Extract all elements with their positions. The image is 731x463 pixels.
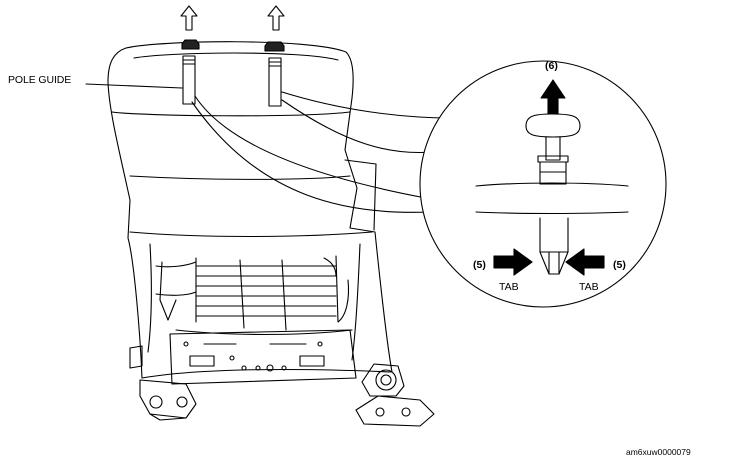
right-mount: [355, 363, 435, 427]
figure-code: am6xuw0000079: [626, 447, 691, 457]
callout-line-1: [194, 95, 427, 199]
pull-arrow-icon: [540, 79, 566, 115]
up-arrow-icon-right: [267, 5, 285, 31]
seatback-seam: [129, 175, 351, 180]
detail-pole-guide: [475, 113, 629, 275]
tab-label-left: TAB: [499, 281, 519, 293]
step-6-label: (6): [545, 60, 558, 72]
callout-line-2: [191, 101, 431, 213]
up-arrow-icon-left: [180, 5, 198, 31]
seatback-outline: [107, 41, 393, 379]
seat-frame: [147, 243, 361, 361]
tab-label-right: TAB: [579, 281, 599, 293]
lower-bracket: [169, 329, 357, 385]
callout-line-3: [281, 91, 453, 119]
seatback-lower-edge: [129, 231, 373, 238]
pole-guide-label: POLE GUIDE: [8, 74, 72, 86]
seatback-side-panel: [344, 159, 377, 231]
pole-guide-leader: [85, 83, 183, 89]
pole-guide-right: [264, 41, 285, 107]
press-arrow-icon-right: [565, 248, 605, 276]
step-5-label-left: (5): [473, 259, 486, 271]
callout-line-4: [281, 99, 449, 154]
pole-guide-left: [181, 39, 200, 105]
left-mount: [129, 345, 197, 421]
press-arrow-icon-left: [493, 248, 533, 276]
seatback-fold-line: [111, 111, 351, 117]
seatback-inner-edge: [133, 52, 339, 61]
step-5-label-right: (5): [613, 259, 626, 271]
